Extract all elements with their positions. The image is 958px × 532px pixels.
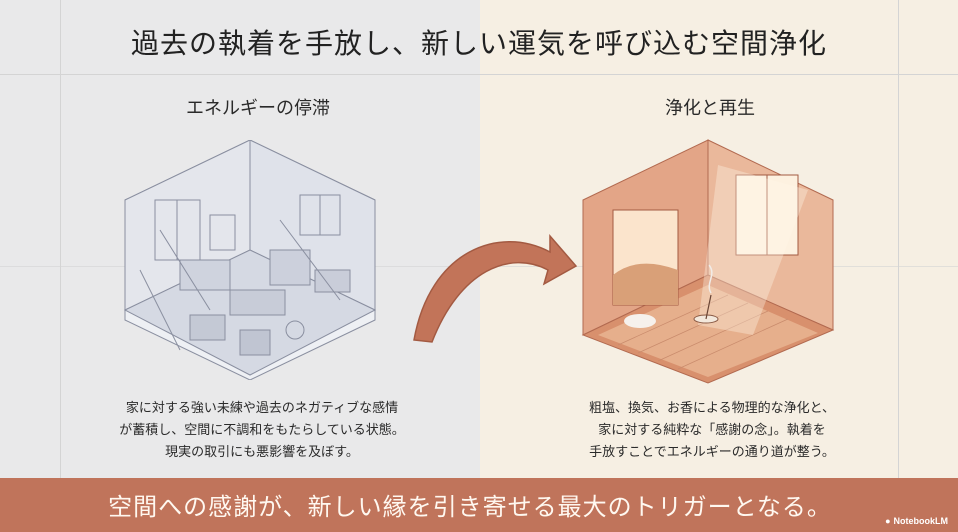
right-description-line: 家に対する純粋な「感謝の念」。執着を	[598, 423, 826, 438]
left-heading: エネルギーの停滞	[186, 98, 330, 119]
page-title: 過去の執着を手放し、新しい運気を呼び込む空間浄化	[130, 27, 827, 60]
notebooklm-logo-icon: ●	[885, 516, 891, 526]
grid-line	[60, 0, 61, 478]
left-description-line: が蓄積し、空間に不調和をもたらしている状態。	[119, 423, 405, 438]
right-description: 粗塩、換気、お香による物理的な浄化と、 家に対する純粋な「感謝の念」。執着を 手…	[502, 398, 922, 464]
cluttered-room-illustration	[123, 140, 377, 380]
grid-line	[898, 0, 899, 478]
right-heading: 浄化と再生	[665, 98, 755, 119]
left-description-line: 家に対する強い未練や過去のネガティブな感情	[125, 401, 399, 416]
purified-room-illustration	[581, 139, 835, 384]
banner-text: 空間への感謝が、新しい縁を引き寄せる最大のトリガーとなる。	[108, 493, 832, 521]
right-description-line: 手放すことでエネルギーの通り道が整う。	[589, 445, 835, 460]
grid-line	[0, 74, 958, 75]
transition-arrow-icon	[413, 233, 578, 343]
right-description-line: 粗塩、換気、お香による物理的な浄化と、	[588, 401, 836, 416]
brand-badge: ● NotebookLM	[885, 516, 948, 526]
left-description: 家に対する強い未練や過去のネガティブな感情 が蓄積し、空間に不調和をもたらしてい…	[52, 398, 472, 464]
conclusion-banner: 空間への感謝が、新しい縁を引き寄せる最大のトリガーとなる。 ● Notebook…	[0, 478, 958, 532]
left-description-line: 現実の取引にも悪影響を及ぼす。	[165, 445, 359, 460]
brand-label: NotebookLM	[893, 516, 949, 526]
